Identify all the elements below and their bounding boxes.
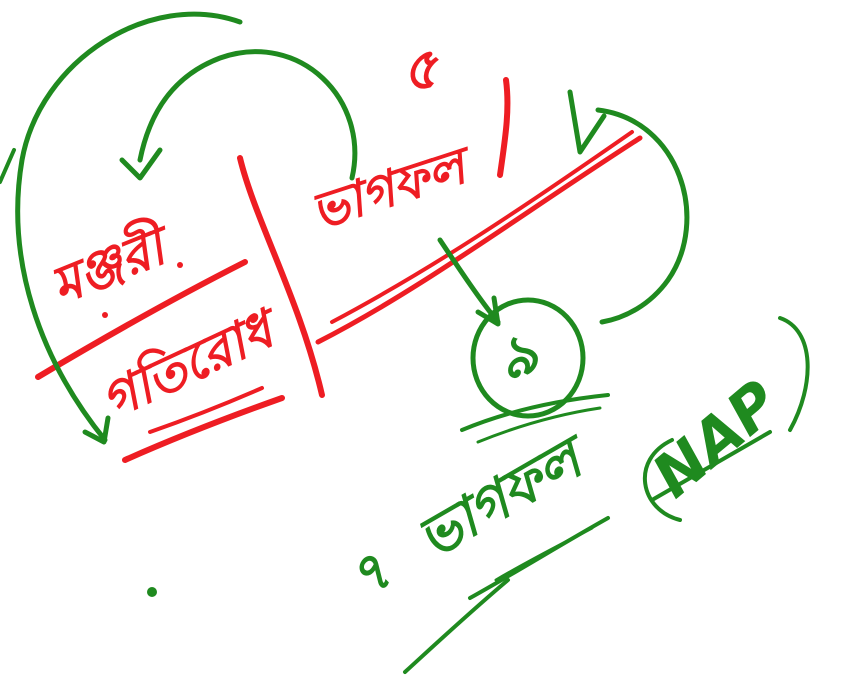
division-line-long-echo [332,132,632,322]
circle-underline [462,395,608,430]
tag-quotient-pre: ৭ [338,538,401,612]
bottom-diagonal [405,580,508,672]
right-loop [598,110,687,322]
tag-quotient-word: ভাগফল [407,422,603,573]
remainder-symbol: ৫ [396,35,446,106]
denominator-word: গতিরোধ [91,293,292,431]
numerator-word: মঞ্জরী [41,209,184,317]
tag-abbrev: NAP [640,367,793,511]
numerator-dot-1 [102,312,108,318]
dividend-word: ভাগফল [304,134,483,241]
inner-arc [140,52,355,178]
stray-dot [147,587,157,597]
partial-result: ৯ [491,318,546,394]
green-ink-layer [0,14,808,672]
division-top-stroke [500,80,507,175]
left-edge-stroke [0,150,14,182]
numerator-dot-2 [177,262,183,268]
bottom-word-underline-echo [496,528,592,580]
right-loop-arrowhead [570,92,604,152]
